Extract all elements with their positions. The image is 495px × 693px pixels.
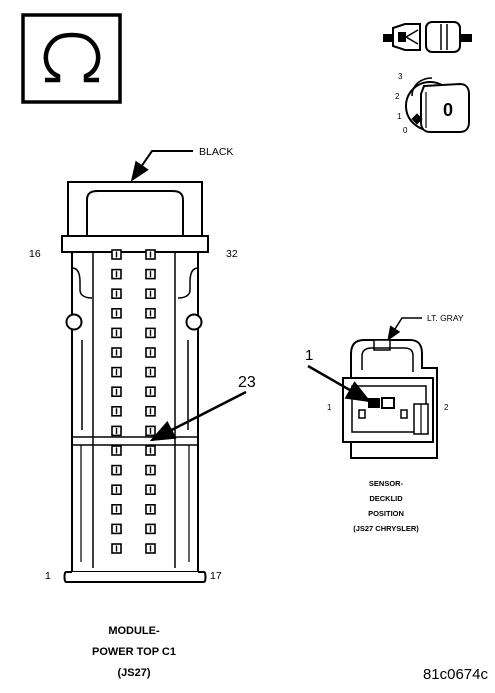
sensor-connector-caption-line-3: POSITION bbox=[368, 509, 404, 518]
key-position-2: 2 bbox=[395, 92, 400, 101]
main-connector-caption-line-2: POWER TOP C1 bbox=[92, 646, 176, 658]
main-connector-color-leader bbox=[130, 150, 193, 182]
main-connector-callout-arrow bbox=[149, 390, 247, 442]
key-position-3: 3 bbox=[398, 72, 403, 81]
sensor-pin-label-2: 2 bbox=[444, 403, 449, 412]
sensor-connector-caption-line-4: (JS27 CHRYSLER) bbox=[353, 524, 419, 533]
key-face-label: 0 bbox=[443, 100, 453, 120]
key-position-0: 0 bbox=[403, 126, 408, 135]
main-connector-color-label: BLACK bbox=[199, 146, 233, 158]
sensor-connector-caption-line-1: SENSOR- bbox=[369, 479, 404, 488]
ohmmeter-icon bbox=[21, 13, 122, 104]
main-connector: BLACK 16 32 1 17 23 M bbox=[29, 146, 256, 679]
pin-label-32: 32 bbox=[226, 248, 238, 260]
main-connector-caption-line-3: (JS27) bbox=[117, 667, 150, 679]
pin-label-1: 1 bbox=[45, 570, 51, 582]
sensor-connector-color-label: LT. GRAY bbox=[427, 313, 464, 323]
figure-id: 81c0674c bbox=[423, 666, 489, 683]
plug-icon bbox=[383, 21, 472, 53]
sensor-connector: LT. GRAY 1 2 1 SENSOR- DECKLID POSITION … bbox=[305, 313, 464, 533]
pin-label-16: 16 bbox=[29, 248, 41, 260]
sensor-connector-callout-number: 1 bbox=[305, 347, 313, 364]
sensor-connector-color-leader bbox=[387, 317, 422, 342]
sensor-connector-callout-arrow bbox=[307, 364, 372, 403]
sensor-pin-label-1: 1 bbox=[327, 403, 332, 412]
main-connector-callout-number: 23 bbox=[238, 374, 256, 391]
ignition-key-icon: 3 2 1 0 0 bbox=[395, 72, 470, 135]
sensor-connector-caption-line-2: DECKLID bbox=[369, 494, 403, 503]
pin-label-17: 17 bbox=[210, 570, 222, 582]
main-connector-cavities bbox=[111, 249, 156, 554]
key-position-1: 1 bbox=[397, 112, 402, 121]
main-connector-caption-line-1: MODULE- bbox=[108, 625, 160, 637]
